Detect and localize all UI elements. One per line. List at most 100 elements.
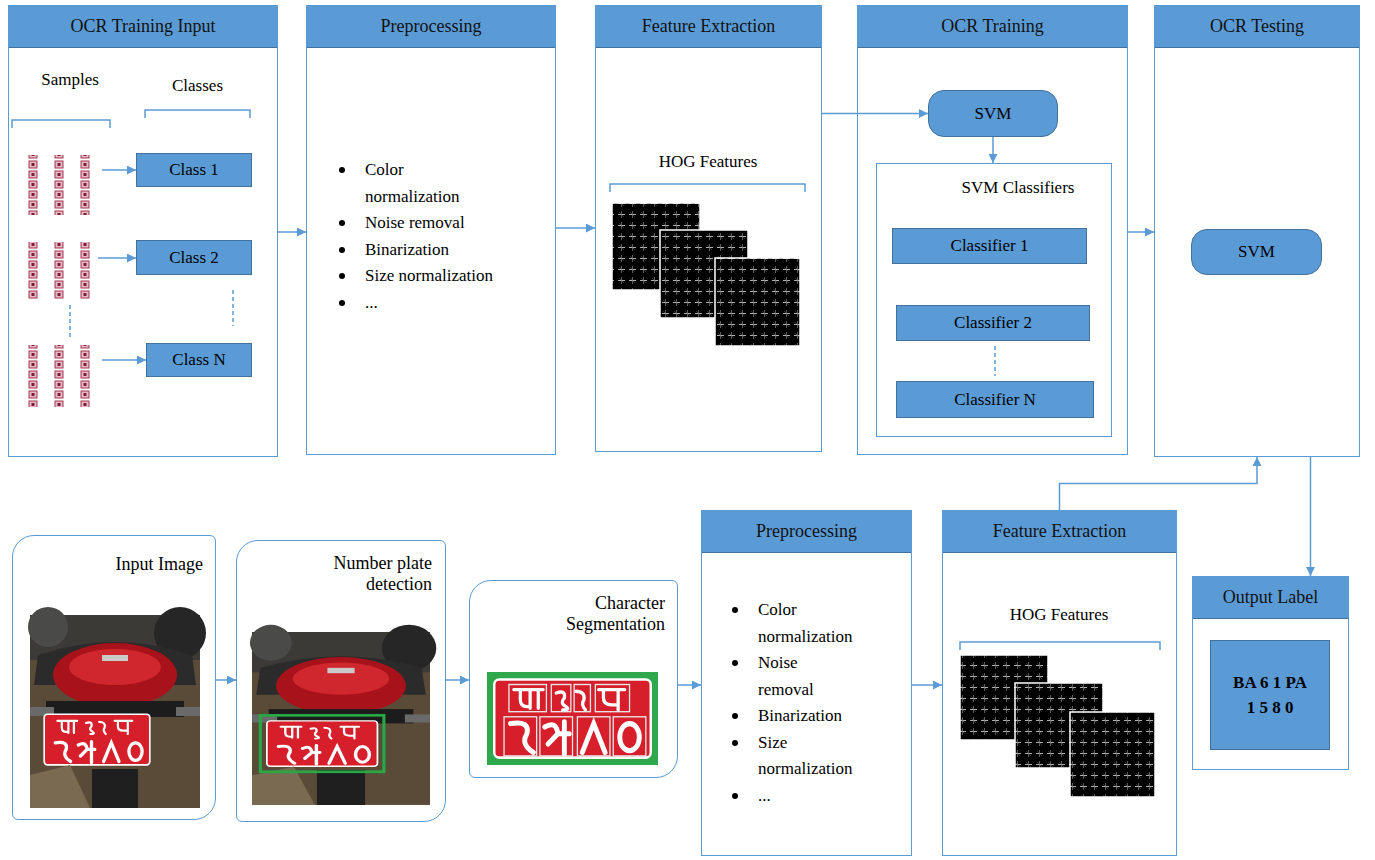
panel-header: OCR Training xyxy=(858,6,1127,48)
input-photo xyxy=(28,607,206,808)
bullet-text: ... xyxy=(758,786,771,805)
bullet-list: Color normalizationNoise removalBinariza… xyxy=(730,597,854,809)
panel-header: Preprocessing xyxy=(307,6,555,48)
bullet-item: Noise removal xyxy=(337,210,501,237)
bullet-dot xyxy=(339,167,345,173)
flow-arrow xyxy=(678,684,701,686)
classifier-box: Classifier 2 xyxy=(896,305,1090,341)
bullet-text: Noise removal xyxy=(758,653,814,699)
bullet-text: Size normalization xyxy=(365,266,493,285)
hog-bracket xyxy=(960,642,1160,650)
bullet-dot xyxy=(339,247,345,253)
bullet-text: ... xyxy=(365,293,378,312)
flow-arrow xyxy=(912,684,942,686)
thumbnail-grid xyxy=(28,242,106,300)
bullet-item: Size normalization xyxy=(730,730,854,783)
sample-arrow xyxy=(102,359,146,361)
bullet-item: ... xyxy=(730,783,854,810)
sample-arrow xyxy=(98,257,136,259)
panel-header: Feature Extraction xyxy=(943,511,1176,553)
hog-image xyxy=(1070,712,1155,797)
classifier-group: Classifier 1 Classifier 2 Classifier N SVM … xyxy=(876,163,1112,437)
box-label: Class 1 xyxy=(169,160,219,180)
flow-arrow xyxy=(992,137,994,163)
caption-text: HOG Features xyxy=(596,152,820,172)
caption-text: HOG Features xyxy=(943,605,1175,625)
svm-pill: SVM xyxy=(1191,229,1322,275)
image-step: Input Image xyxy=(12,535,216,820)
bullet-text: Color normalization xyxy=(365,160,459,206)
bullet-item: Size normalization xyxy=(337,263,501,290)
samples-bracket xyxy=(12,120,110,128)
box-label: SVM xyxy=(975,104,1012,124)
dashed-line xyxy=(232,290,234,326)
detection-box xyxy=(260,715,384,771)
group-label: Samples xyxy=(25,70,115,90)
output-box: BA 6 1 PA 1 5 8 0 xyxy=(1210,640,1330,750)
caption-text: Number plate detection xyxy=(282,553,432,595)
panel-header: OCR Testing xyxy=(1155,6,1359,48)
bullet-dot xyxy=(339,273,345,279)
box-label: Classifier N xyxy=(954,390,1036,410)
group-label: Classes xyxy=(145,76,250,96)
panel-header: Feature Extraction xyxy=(596,6,821,48)
image-step: Number plate detection xyxy=(236,540,446,822)
bullet-text: Binarization xyxy=(758,706,842,725)
stage-panel: PreprocessingColor normalizationNoise re… xyxy=(306,5,556,455)
flow-arrow xyxy=(446,679,469,681)
stage-panel: Feature ExtractionHOG Features xyxy=(942,510,1177,856)
bullet-dot xyxy=(732,740,738,746)
bullet-text: Size normalization xyxy=(758,733,852,779)
stage-panel: OCR TrainingSVMClassifier 1Classifier 2C… xyxy=(857,5,1128,455)
class-box: Class 2 xyxy=(136,240,252,275)
classes-bracket xyxy=(145,110,250,118)
flow-arrow xyxy=(1310,457,1312,576)
hog-bracket xyxy=(610,184,805,192)
thumbnail-grid xyxy=(28,155,106,215)
bullet-dot xyxy=(732,660,738,666)
bullet-item: Color normalization xyxy=(730,597,854,650)
box-label: Class N xyxy=(172,350,225,370)
caption-text: Character Segmentation xyxy=(530,593,665,635)
box-label: Classifier 1 xyxy=(951,236,1029,256)
bullet-item: Binarization xyxy=(337,237,501,264)
sample-thumbnails xyxy=(28,155,106,407)
bullet-text: Color normalization xyxy=(758,600,852,646)
bullet-item: Color normalization xyxy=(337,157,501,210)
class-box: Class 1 xyxy=(136,153,252,187)
flow-arrow xyxy=(1060,457,1258,510)
bullet-text: Binarization xyxy=(365,240,449,259)
box-label: SVM xyxy=(1238,242,1275,262)
bullet-dot xyxy=(339,300,345,306)
stage-panel: Feature ExtractionHOG Features xyxy=(595,5,822,452)
hog-image xyxy=(715,258,800,346)
bullet-item: Binarization xyxy=(730,703,854,730)
stage-panel: PreprocessingColor normalizationNoise re… xyxy=(701,510,912,856)
flow-arrow xyxy=(556,227,595,229)
box-label: Classifier 2 xyxy=(954,313,1032,333)
bullet-dot xyxy=(732,793,738,799)
panel-header: OCR Training Input xyxy=(9,6,277,48)
bullet-list: Color normalizationNoise removalBinariza… xyxy=(337,157,501,316)
segmented-plate xyxy=(487,672,658,765)
hog-images xyxy=(612,203,1155,797)
bullet-text: Noise removal xyxy=(365,213,465,232)
thumbnail-grid xyxy=(28,345,106,407)
panel-header: Output Label xyxy=(1193,577,1348,619)
flow-arrow xyxy=(278,231,306,233)
stage-panel: Output Label BA 6 1 PA 1 5 8 0 xyxy=(1192,576,1349,770)
svm-pill: SVM xyxy=(928,90,1058,137)
sample-brackets xyxy=(12,110,1160,650)
bullet-item: ... xyxy=(337,290,501,317)
detection-photo xyxy=(250,625,436,805)
caption-text: SVM Classifiers xyxy=(943,178,1093,198)
dashed-line xyxy=(994,346,996,376)
classifier-box: Classifier 1 xyxy=(892,228,1087,264)
panel-header: Preprocessing xyxy=(702,511,911,553)
flow-arrow xyxy=(1128,231,1154,233)
bullet-dot xyxy=(339,220,345,226)
caption-text: Input Image xyxy=(53,554,203,575)
class-box: Class N xyxy=(146,343,252,377)
